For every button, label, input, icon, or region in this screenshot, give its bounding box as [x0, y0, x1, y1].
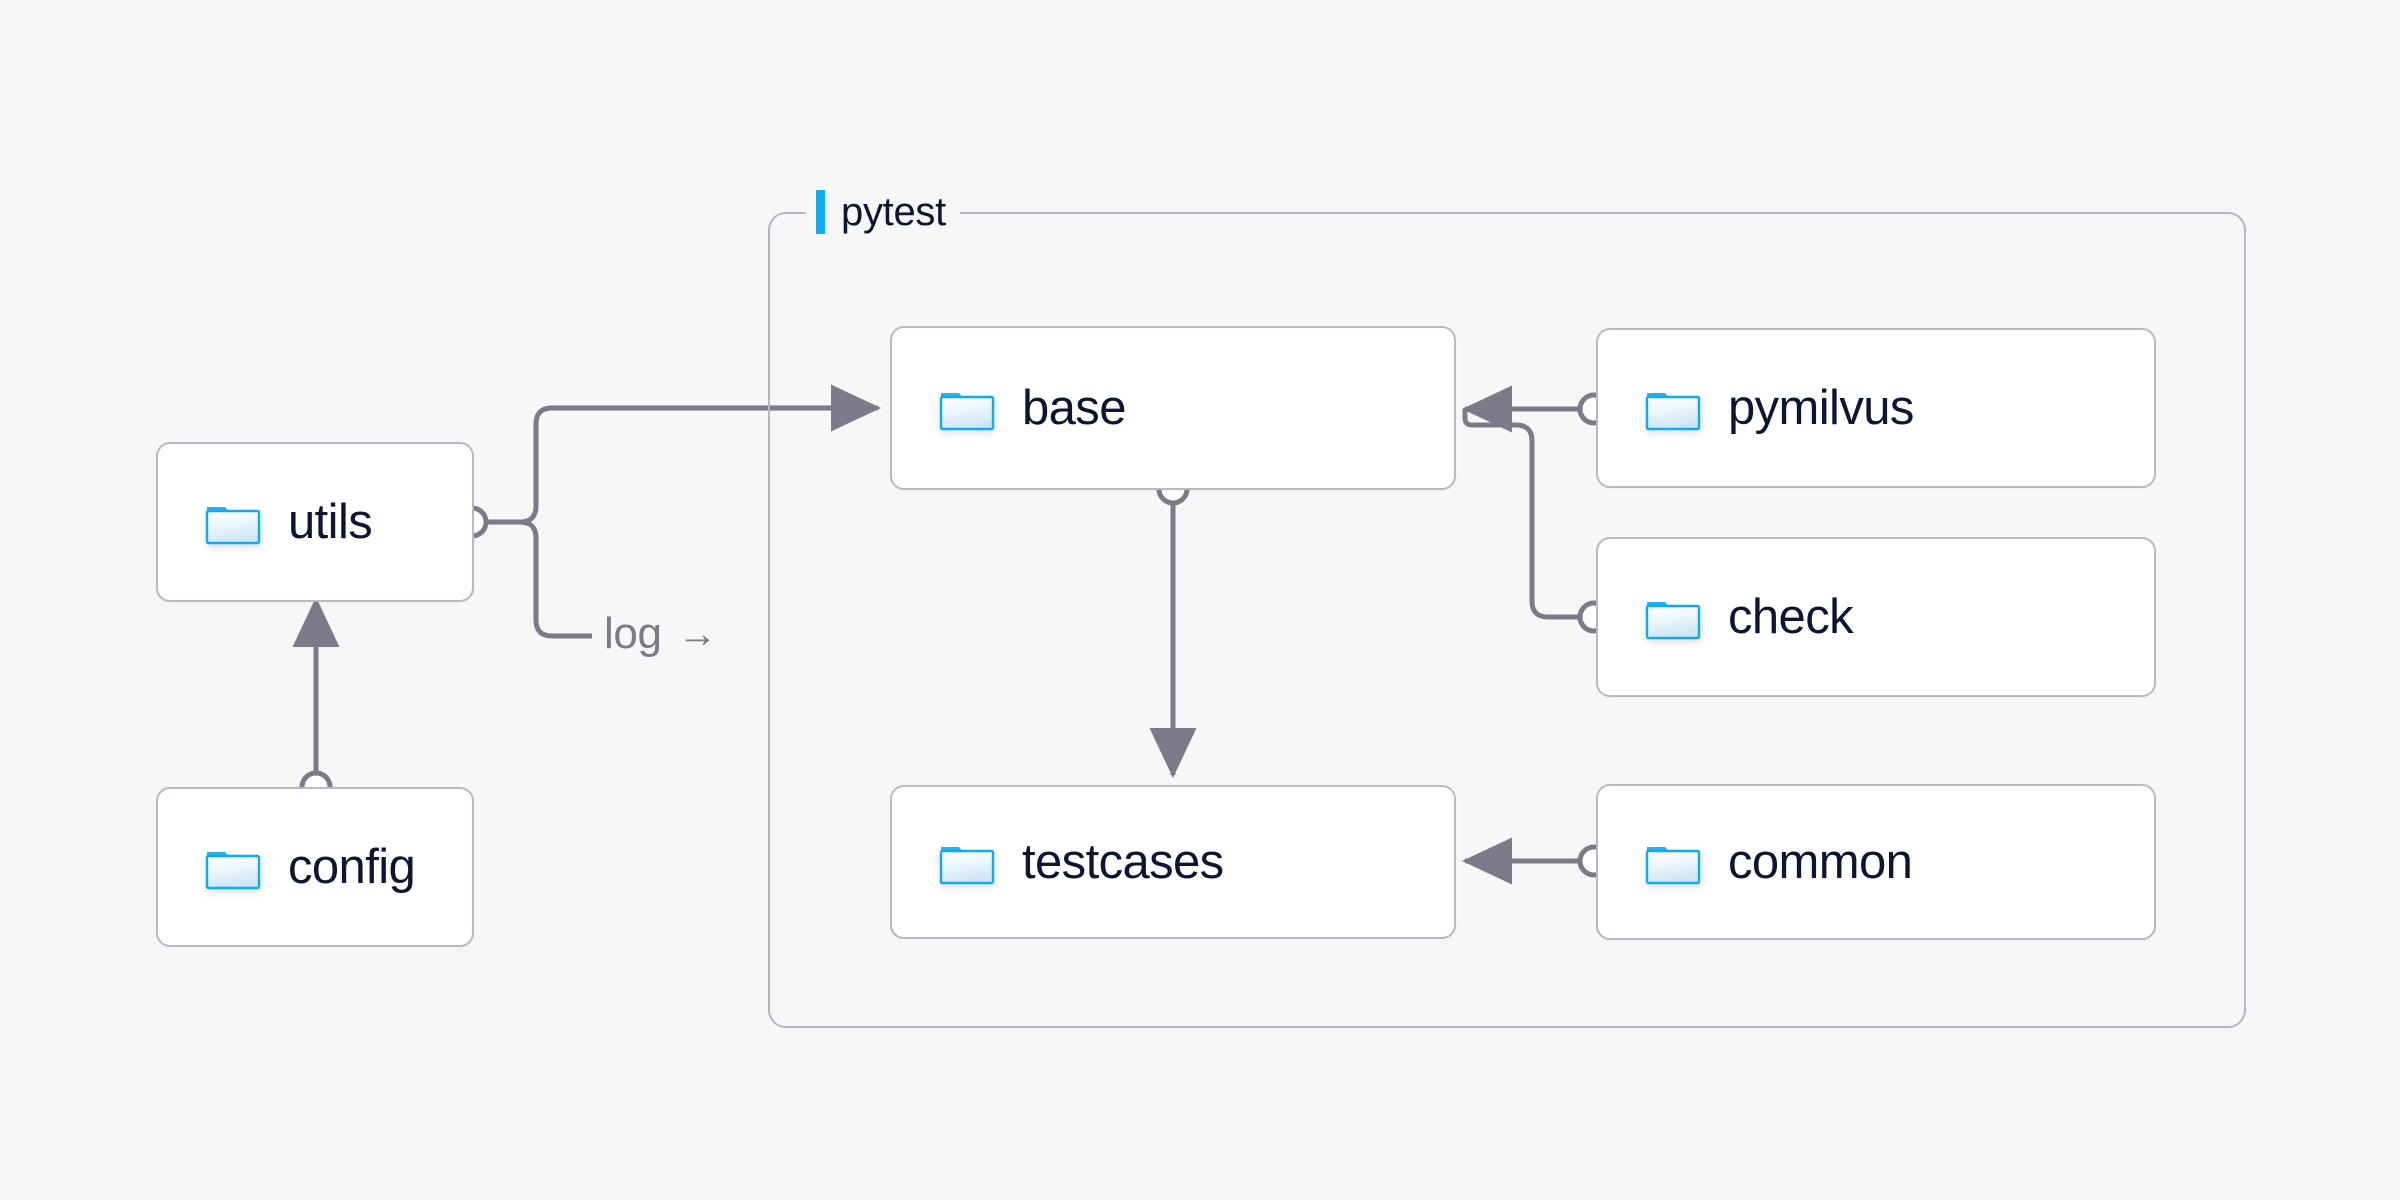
node-pymilvus[interactable]: pymilvus [1596, 328, 2156, 488]
node-check[interactable]: check [1596, 537, 2156, 697]
folder-icon [205, 852, 261, 890]
edge-label-log: log → [604, 609, 718, 658]
node-testcases-label: testcases [1022, 834, 1224, 889]
folder-icon [1645, 393, 1701, 431]
node-base-label: base [1022, 380, 1126, 435]
edge-utils-log [483, 519, 592, 639]
folder-icon [1645, 602, 1701, 640]
node-utils-label: utils [288, 494, 373, 549]
arrow-right-icon: → [677, 612, 718, 656]
edge-label-log-text: log [604, 609, 662, 658]
group-pytest-label: pytest [806, 190, 960, 234]
node-base[interactable]: base [890, 326, 1456, 490]
node-utils[interactable]: utils [156, 442, 474, 602]
node-testcases[interactable]: testcases [890, 785, 1456, 939]
folder-icon [939, 847, 995, 885]
folder-icon [939, 393, 995, 431]
node-pymilvus-label: pymilvus [1728, 380, 1914, 435]
folder-icon [1645, 847, 1701, 885]
node-common-label: common [1728, 834, 1913, 889]
node-config[interactable]: config [156, 787, 474, 947]
folder-icon [205, 507, 261, 545]
group-accent-bar [816, 190, 825, 234]
node-check-label: check [1728, 589, 1854, 644]
group-label-text: pytest [841, 190, 946, 234]
node-common[interactable]: common [1596, 784, 2156, 940]
group-pytest[interactable] [768, 212, 2246, 1028]
node-config-label: config [288, 839, 416, 894]
